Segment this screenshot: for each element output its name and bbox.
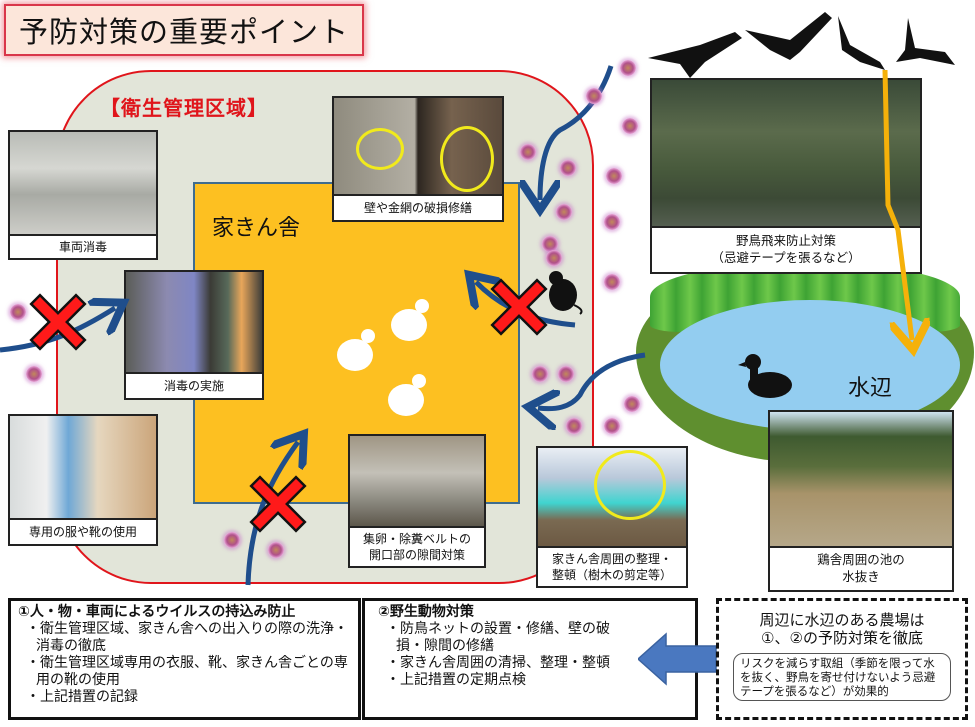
virus-icon xyxy=(520,144,536,160)
box-item: ・衛生管理区域専用の衣服、靴、家きん舎ごとの専用の靴の使用 xyxy=(26,655,348,688)
measures-box-virus-entry: ①人・物・車両によるウイルスの持込み防止 ・衛生管理区域、家きん舎への出入りの際… xyxy=(8,598,361,720)
photo-caption: 集卵・除糞ベルトの 開口部の隙間対策 xyxy=(350,526,484,566)
photo-caption: 消毒の実施 xyxy=(126,372,262,398)
bird-silhouette-icon xyxy=(648,12,955,78)
box-item: ・家きん舎周囲の清掃、整理・整頓 xyxy=(386,655,610,671)
risk-reduction-note: リスクを減らす取組（季節を限って水を抜く、野鳥を寄せ付けないよう忌避テープを張る… xyxy=(733,653,951,701)
photo-caption: 専用の服や靴の使用 xyxy=(10,518,156,544)
photo-caption: 壁や金網の破損修繕 xyxy=(334,194,502,220)
bird-deterrent-photo xyxy=(652,80,920,228)
waterside-label: 水辺 xyxy=(848,376,893,401)
virus-icon xyxy=(546,250,562,266)
virus-icon xyxy=(604,418,620,434)
photo-caption: 車両消毒 xyxy=(10,234,156,258)
photo-card-pond-drain: 鶏舎周囲の池の 水抜き xyxy=(768,410,954,592)
poultry-house-label: 家きん舎 xyxy=(212,216,301,241)
virus-icon xyxy=(566,418,582,434)
photo-card-bird-deterrent: 野鳥飛来防止対策 （忌避テープを張るなど） xyxy=(650,78,922,274)
virus-icon xyxy=(224,532,240,548)
virus-icon xyxy=(604,214,620,230)
waterside-note-line1: 周辺に水辺のある農場は xyxy=(759,611,925,629)
surroundings-trim-photo xyxy=(538,448,686,548)
virus-icon xyxy=(604,274,620,290)
virus-icon xyxy=(542,236,558,252)
left-arrow-icon xyxy=(638,632,717,686)
virus-icon xyxy=(622,118,638,134)
highlight-ring xyxy=(440,126,494,192)
box-item: ・上記措置の記録 xyxy=(26,689,138,705)
photo-caption: 鶏舎周囲の池の 水抜き xyxy=(770,546,952,590)
box-item: ・防鳥ネットの設置・修繕、壁の破損・隙間の修繕 xyxy=(386,621,610,654)
highlight-ring xyxy=(356,128,404,170)
pond-drain-photo xyxy=(770,412,952,548)
photo-card-wall-net-repair: 壁や金網の破損修繕 xyxy=(332,96,504,222)
photo-card-dedicated-clothing: 専用の服や靴の使用 xyxy=(8,414,158,546)
highlight-ring xyxy=(594,450,666,520)
virus-icon xyxy=(532,366,548,382)
vehicle-disinfection-photo xyxy=(10,132,156,236)
virus-icon xyxy=(26,366,42,382)
virus-icon xyxy=(624,396,640,412)
virus-icon xyxy=(586,88,602,104)
dedicated-clothing-photo xyxy=(10,416,156,520)
photo-card-disinfection: 消毒の実施 xyxy=(124,270,264,400)
virus-icon xyxy=(556,204,572,220)
photo-caption: 野鳥飛来防止対策 （忌避テープを張るなど） xyxy=(652,226,920,272)
photo-card-vehicle-disinfection: 車両消毒 xyxy=(8,130,158,260)
photo-caption: 家きん舎周囲の整理・ 整頓（樹木の剪定等） xyxy=(538,546,686,586)
measures-box-wildlife: ②野生動物対策 ・防鳥ネットの設置・修繕、壁の破損・隙間の修繕 ・家きん舎周囲の… xyxy=(362,598,698,720)
box-heading: ①人・物・車両によるウイルスの持込み防止 xyxy=(18,604,296,620)
virus-icon xyxy=(606,168,622,184)
virus-icon xyxy=(268,542,284,558)
box-item: ・衛生管理区域、家きん舎への出入りの際の洗浄・消毒の徹底 xyxy=(26,621,348,654)
wall-net-repair-photo xyxy=(334,98,502,196)
hygiene-zone-label: 【衛生管理区域】 xyxy=(100,96,268,120)
box-item: ・上記措置の定期点検 xyxy=(386,672,526,688)
waterside-farm-note: 周辺に水辺のある農場は ①、②の予防対策を徹底 リスクを減らす取組（季節を限って… xyxy=(716,598,968,720)
box-heading: ②野生動物対策 xyxy=(378,604,474,620)
disinfection-photo xyxy=(126,272,262,374)
virus-icon xyxy=(560,160,576,176)
page-title: 予防対策の重要ポイント xyxy=(4,4,364,56)
egg-belt-photo xyxy=(350,436,484,528)
virus-icon xyxy=(558,366,574,382)
waterside-note-line2: ①、②の予防対策を徹底 xyxy=(761,629,923,647)
photo-card-surroundings-trim: 家きん舎周囲の整理・ 整頓（樹木の剪定等） xyxy=(536,446,688,588)
photo-card-egg-belt-gap: 集卵・除糞ベルトの 開口部の隙間対策 xyxy=(348,434,486,568)
virus-icon xyxy=(10,304,26,320)
virus-icon xyxy=(620,60,636,76)
